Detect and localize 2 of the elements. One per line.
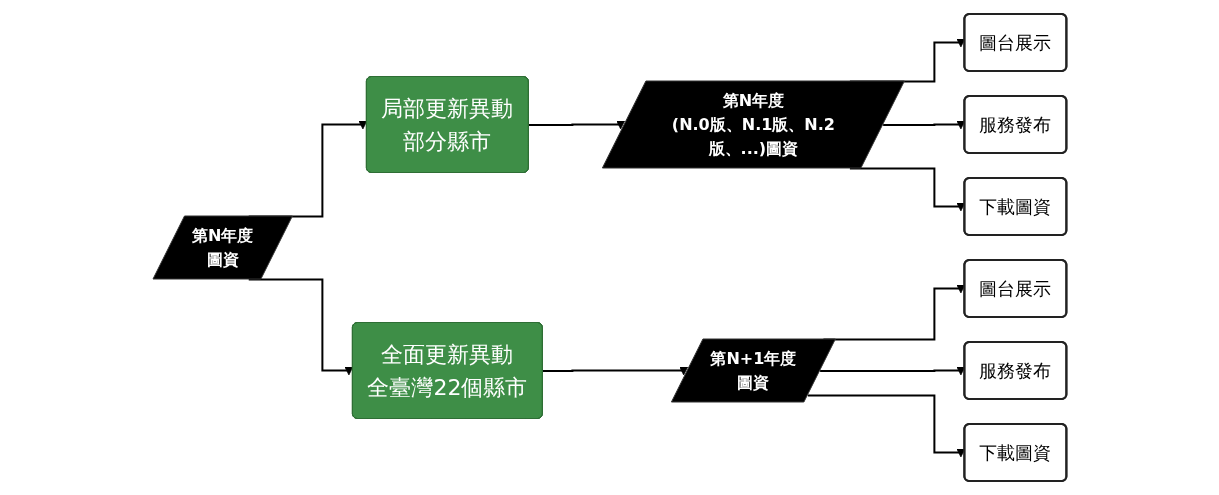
arrow [527,120,625,130]
arrow [541,366,688,376]
